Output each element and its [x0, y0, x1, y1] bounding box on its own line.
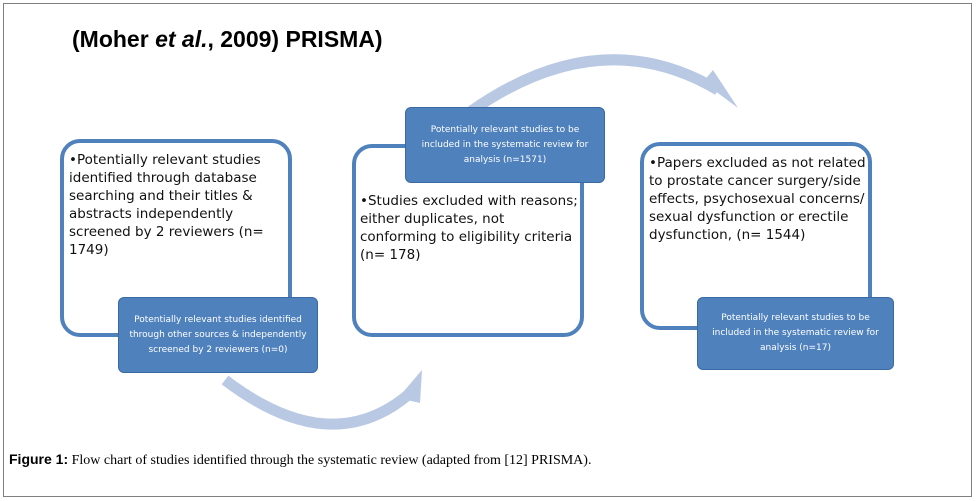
database-search-text: •Potentially relevant studies identified… — [69, 152, 264, 258]
other-sources-box: Potentially relevant studies identified … — [118, 297, 318, 373]
diagram-title: (Moher et al., 2009) PRISMA) — [72, 26, 383, 52]
included-1571-box: Potentially relevant studies to be inclu… — [405, 107, 605, 183]
figure-frame — [3, 3, 972, 497]
figure-caption: Figure 1: Flow chart of studies identifi… — [9, 451, 592, 468]
excluded-unrelated-text: •Papers excluded as not related to prost… — [649, 155, 866, 243]
curved-arrow-up-icon — [221, 370, 422, 430]
included-17-box: Potentially relevant studies to be inclu… — [697, 297, 894, 370]
curved-arrow-right-icon — [466, 54, 738, 117]
excluded-duplicates-text: •Studies excluded with reasons; either d… — [360, 193, 578, 263]
